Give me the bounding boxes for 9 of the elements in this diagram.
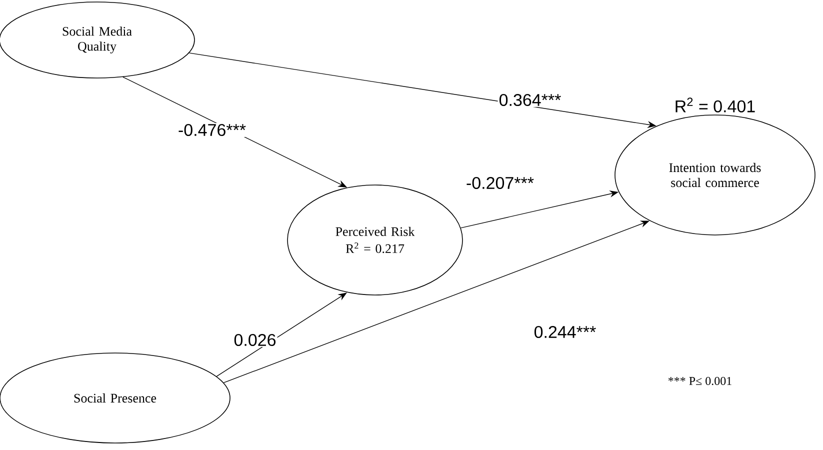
edge-label: 0.364*** [498, 92, 562, 108]
r-squared-label: R$^{2}$ = 0.401 [676, 98, 755, 112]
ellipse-node: Intention towards social commerce [614, 114, 816, 236]
edge-label: -0.476*** [176, 122, 248, 138]
edge-label: 0.244*** [532, 324, 598, 339]
significance-note: *** P≤ 0.001 [668, 376, 732, 386]
edge-label: 0.026 [232, 332, 278, 347]
edge-label: -0.207*** [464, 176, 536, 190]
ellipse-node: Perceived Risk R$^{2}$ = 0.217 [287, 184, 463, 296]
